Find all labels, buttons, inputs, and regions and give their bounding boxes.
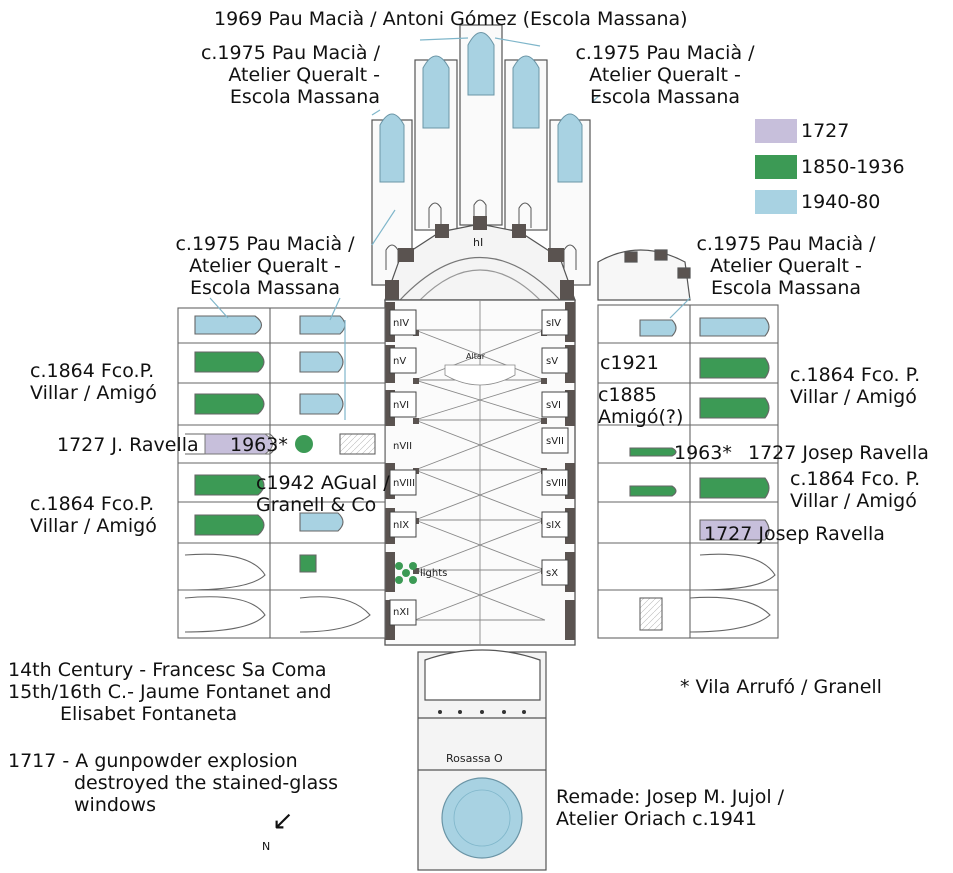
label-left-1864-b-line2: Villar / Amigó	[30, 515, 157, 537]
label-history: 14th Century - Francesc Sa Coma 15th/16t…	[8, 659, 331, 725]
label-history-line2: 15th/16th C.- Jaume Fontanet and	[8, 681, 332, 703]
label-left-1963: 1963*	[230, 434, 288, 456]
label-apse-left-line1: c.1975 Pau Macià /	[200, 42, 380, 64]
plan-label-lights: lights	[420, 568, 448, 579]
label-mid-right-line1: c.1975 Pau Macià /	[696, 233, 876, 255]
label-top: 1969 Pau Macià / Antoni Gómez (Escola Ma…	[214, 8, 688, 30]
apse-small-arches	[385, 199, 577, 270]
label-right-ravella-2: 1727 Josep Ravella	[704, 523, 885, 545]
right-chapels	[597, 304, 779, 639]
label-right-1864-a-line2: Villar / Amigó	[790, 386, 917, 408]
label-c1885: c1885 Amigó(?)	[598, 384, 683, 428]
label-apse-right-line1: c.1975 Pau Macià /	[575, 42, 755, 64]
label-apse-right: c.1975 Pau Macià / Atelier Queralt - Esc…	[545, 42, 785, 108]
left-chapels	[177, 307, 386, 639]
side-round-chapel	[597, 249, 691, 301]
north-arrow-icon: ↙	[272, 806, 294, 836]
apse-windows	[379, 32, 583, 183]
label-history-line3: Elisabet Fontaneta	[60, 703, 238, 725]
plan-label-niv: nIV	[393, 318, 410, 329]
label-c1921: c1921	[600, 352, 659, 374]
plan-label-hi: hI	[473, 236, 484, 249]
plan-label-sv: sV	[546, 356, 559, 367]
label-history-line1: 14th Century - Francesc Sa Coma	[8, 659, 327, 681]
entrance-porch	[417, 649, 547, 871]
label-c1942-line1: c1942 AGual /	[256, 472, 390, 494]
label-left-ravella: 1727 J. Ravella	[57, 434, 199, 456]
label-mid-left-line2: Atelier Queralt -	[189, 255, 341, 277]
label-left-1864-a: c.1864 Fco.P. Villar / Amigó	[30, 360, 157, 404]
legend-label-1850: 1850-1936	[801, 156, 905, 178]
legend-label-1940: 1940-80	[801, 191, 881, 213]
plan-label-sviii: sVIII	[546, 478, 567, 489]
label-mid-left-line3: Escola Massana	[189, 277, 341, 299]
plan-label-nxi: nXI	[393, 607, 410, 618]
plan-label-altar: Altar	[466, 352, 486, 361]
plan-label-sx: sX	[546, 568, 559, 579]
plan-label-svi: sVI	[546, 400, 561, 411]
label-left-1864-b-line1: c.1864 Fco.P.	[30, 493, 155, 515]
label-explosion: 1717 - A gunpowder explosion destroyed t…	[8, 750, 338, 816]
label-right-1864-b-line2: Villar / Amigó	[790, 490, 917, 512]
lights-marks	[395, 562, 417, 584]
apse-buttresses	[385, 216, 574, 302]
plan-label-siv: sIV	[546, 318, 561, 329]
label-mid-left-line1: c.1975 Pau Macià /	[175, 233, 355, 255]
label-left-1864-a-line1: c.1864 Fco.P.	[30, 360, 155, 382]
label-explosion-line2: destroyed the stained-glass	[74, 772, 339, 794]
plan-label-nvi: nVI	[393, 400, 410, 411]
label-remade-line1: Remade: Josep M. Jujol /	[556, 786, 785, 808]
label-mid-left: c.1975 Pau Macià / Atelier Queralt - Esc…	[160, 233, 370, 299]
north-label: N	[262, 840, 271, 853]
label-right-1864-b-line1: c.1864 Fco. P.	[790, 468, 921, 490]
label-footnote: * Vila Arrufó / Granell	[680, 676, 882, 698]
plan-label-svii: sVII	[546, 436, 564, 447]
label-mid-right-line3: Escola Massana	[710, 277, 862, 299]
leader-lines	[209, 37, 691, 420]
label-c1885-line2: Amigó(?)	[598, 406, 684, 428]
legend-swatch-1727	[755, 119, 797, 143]
window-1963-left	[295, 435, 313, 453]
label-right-ravella-1: 1727 Josep Ravella	[748, 442, 929, 464]
label-right-1864-a-line1: c.1864 Fco. P.	[790, 364, 921, 386]
window-1727-left	[204, 433, 273, 455]
label-explosion-line3: windows	[74, 794, 156, 816]
label-apse-left-line3: Escola Massana	[229, 86, 380, 108]
plan-label-nvii: nVII	[393, 441, 413, 452]
plan-label-nv: nV	[393, 356, 407, 367]
label-apse-right-line2: Atelier Queralt -	[589, 64, 741, 86]
label-c1942-line2: Granell & Co	[256, 494, 377, 516]
nave	[384, 299, 576, 646]
label-mid-right-line2: Atelier Queralt -	[710, 255, 862, 277]
label-left-1864-a-line2: Villar / Amigó	[30, 382, 157, 404]
legend-swatch-1850	[755, 155, 797, 179]
label-apse-left-line2: Atelier Queralt -	[228, 64, 380, 86]
plan-label-nix: nIX	[393, 520, 410, 531]
label-apse-right-line3: Escola Massana	[589, 86, 741, 108]
plan-label-six: sIX	[546, 520, 562, 531]
label-left-1864-b: c.1864 Fco.P. Villar / Amigó	[30, 493, 157, 537]
label-remade: Remade: Josep M. Jujol / Atelier Oriach …	[556, 786, 784, 830]
label-apse-left: c.1975 Pau Macià / Atelier Queralt - Esc…	[170, 42, 380, 108]
label-c1885-line1: c1885	[598, 384, 657, 406]
plan-label-nviii: nVIII	[393, 478, 416, 489]
legend-label-1727: 1727	[801, 120, 850, 142]
porch-dots	[438, 710, 526, 714]
label-right-1963: 1963*	[674, 442, 732, 464]
label-mid-right: c.1975 Pau Macià / Atelier Queralt - Esc…	[676, 233, 896, 299]
label-explosion-line1: 1717 - A gunpowder explosion	[8, 750, 298, 772]
legend-swatch-1940	[755, 190, 797, 214]
label-remade-line2: Atelier Oriach c.1941	[556, 808, 757, 830]
apse-walls	[384, 223, 576, 301]
label-c1942: c1942 AGual / Granell & Co	[256, 472, 390, 516]
plan-label-rosassa: Rosassa O	[446, 752, 503, 765]
label-right-1864-a: c.1864 Fco. P. Villar / Amigó	[790, 364, 920, 408]
label-right-1864-b: c.1864 Fco. P. Villar / Amigó	[790, 468, 920, 512]
